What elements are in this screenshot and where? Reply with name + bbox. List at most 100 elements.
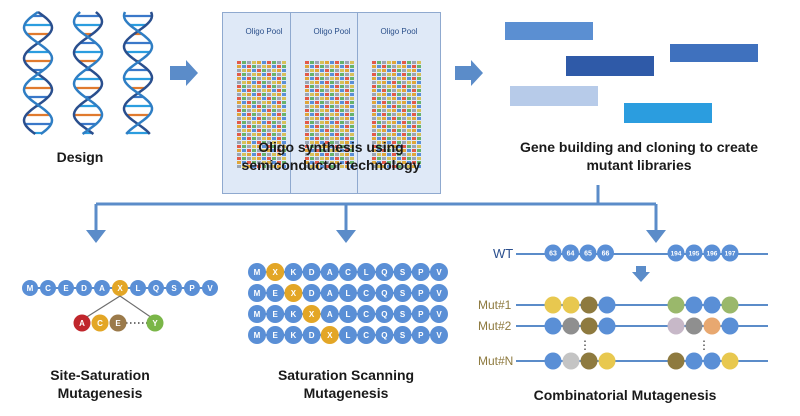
residue-letter: 64 bbox=[567, 251, 575, 258]
residue-circle bbox=[703, 244, 721, 262]
residue-circle bbox=[184, 280, 200, 296]
arrow-down-icon bbox=[632, 266, 650, 282]
residue-circle bbox=[339, 284, 357, 302]
residue-letter: X bbox=[273, 268, 279, 277]
residue-circle bbox=[703, 296, 721, 314]
residue: Q bbox=[148, 280, 164, 296]
residue-letter: P bbox=[418, 289, 424, 298]
residue-circle bbox=[598, 317, 616, 335]
residue-letter: K bbox=[291, 310, 297, 319]
residue-circle bbox=[667, 296, 685, 314]
residue: A bbox=[320, 305, 339, 323]
dna-strand bbox=[22, 10, 54, 136]
residue-circle bbox=[76, 280, 92, 296]
residue-circle bbox=[112, 280, 128, 296]
residue-circle bbox=[202, 280, 218, 296]
residue-circle bbox=[562, 317, 580, 335]
wt-label: WT bbox=[493, 246, 513, 261]
residue-circle bbox=[375, 326, 394, 344]
mutant-label: Mut#2 bbox=[478, 319, 512, 333]
residue-circle bbox=[703, 317, 721, 335]
gene-fragment-bar bbox=[624, 103, 712, 123]
oligo-pool-title: Oligo Pool bbox=[313, 27, 351, 36]
residue-circle bbox=[284, 263, 303, 281]
residue: L bbox=[130, 280, 146, 296]
residue-letter: Q bbox=[381, 289, 387, 298]
ellipsis-mark: ⋮ bbox=[579, 338, 591, 352]
residue-circle bbox=[562, 352, 580, 370]
position-residue: 194 bbox=[667, 244, 685, 262]
dna-helix-group bbox=[22, 10, 154, 136]
residue-circle bbox=[580, 317, 598, 335]
mutant-residue bbox=[580, 352, 598, 370]
residue-circle bbox=[284, 305, 303, 323]
residue-circle bbox=[430, 326, 448, 344]
residue-circle bbox=[284, 326, 303, 344]
residue-circle bbox=[320, 263, 339, 281]
residue: Q bbox=[375, 326, 394, 344]
position-residue: 65 bbox=[579, 244, 597, 262]
residue-circle bbox=[375, 263, 394, 281]
residue: S bbox=[166, 280, 182, 296]
residue-circle bbox=[411, 263, 430, 281]
residue: D bbox=[302, 284, 321, 302]
saturation-scanning-title-line1: Saturation Scanning bbox=[277, 367, 415, 383]
residue-circle bbox=[721, 296, 739, 314]
residue-circle bbox=[266, 305, 285, 323]
residue-circle bbox=[302, 305, 321, 323]
arrow-down-icon bbox=[86, 230, 106, 243]
variant-residue: A bbox=[73, 314, 91, 332]
residue: C bbox=[357, 305, 376, 323]
mutant-residue bbox=[544, 352, 562, 370]
variant-residue: C bbox=[91, 314, 109, 332]
residue-letter: S bbox=[400, 289, 406, 298]
residue-letter: 66 bbox=[602, 251, 610, 258]
gene-fragment-bar bbox=[510, 86, 598, 106]
arrow-down-icon bbox=[336, 230, 356, 243]
residue-letter: E bbox=[115, 319, 121, 328]
variant-residue: E bbox=[109, 314, 127, 332]
mutant-residue bbox=[667, 317, 685, 335]
residue: C bbox=[40, 280, 56, 296]
residue-circle bbox=[339, 305, 357, 323]
residue: V bbox=[430, 326, 448, 344]
residue: D bbox=[76, 280, 92, 296]
mutant-label: Mut#N bbox=[478, 354, 513, 368]
residue-circle bbox=[393, 305, 412, 323]
residue-circle bbox=[430, 305, 448, 323]
residue-circle bbox=[339, 263, 357, 281]
residue-circle bbox=[580, 296, 598, 314]
residue-letter: 63 bbox=[549, 251, 557, 258]
mutant-residue bbox=[598, 352, 616, 370]
residue: L bbox=[339, 284, 357, 302]
variant-residue: Y bbox=[146, 314, 164, 332]
residue: L bbox=[339, 305, 357, 323]
oligo-pool-title: Oligo Pool bbox=[380, 27, 418, 36]
residue-letter: A bbox=[327, 310, 333, 319]
residue-circle bbox=[685, 352, 703, 370]
residue: M bbox=[248, 305, 266, 323]
residue-circle bbox=[667, 244, 685, 262]
design-label: Design bbox=[56, 149, 104, 165]
residue-circle bbox=[248, 305, 266, 323]
residue-letter: M bbox=[27, 284, 34, 293]
residue-letter: 194 bbox=[671, 250, 682, 257]
residue-letter: V bbox=[207, 284, 213, 293]
oligo-synthesis-label-line1: Oligo synthesis using bbox=[258, 139, 404, 155]
residue-circle bbox=[544, 296, 562, 314]
residue-letter: E bbox=[273, 310, 279, 319]
residue-letter: A bbox=[79, 319, 85, 328]
residue: P bbox=[411, 326, 430, 344]
residue-circle bbox=[320, 284, 339, 302]
residue-circle bbox=[667, 352, 685, 370]
mutant-residue bbox=[562, 317, 580, 335]
residue-letter: S bbox=[400, 331, 406, 340]
residue: V bbox=[430, 263, 448, 281]
mutant-residue bbox=[598, 296, 616, 314]
position-residue: 63 bbox=[544, 244, 562, 262]
residue-letter: Q bbox=[381, 310, 387, 319]
residue-letter: P bbox=[418, 268, 424, 277]
